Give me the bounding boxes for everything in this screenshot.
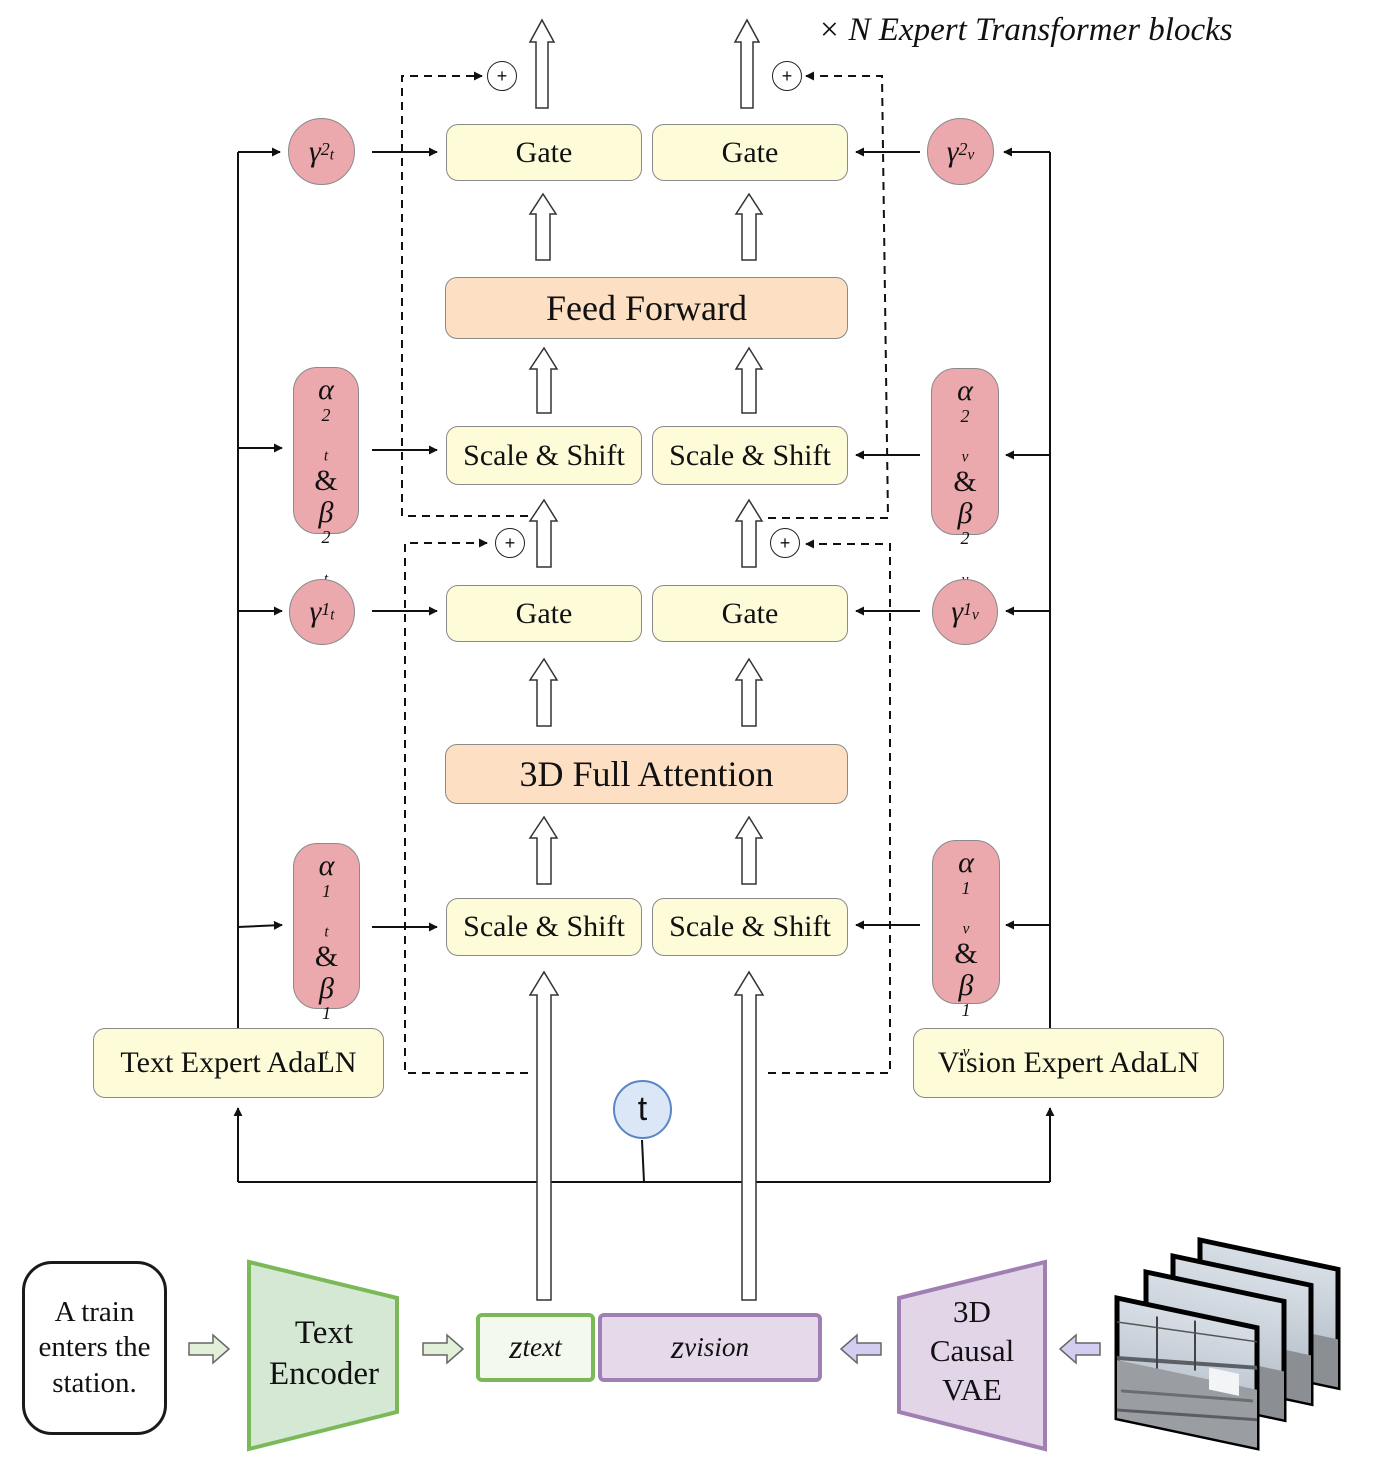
alpha-beta-2-text: α2t & β2t xyxy=(293,367,359,587)
vision-expert-adaln: Vision Expert AdaLN xyxy=(913,1028,1224,1098)
diagram-title: × N Expert Transformer blocks xyxy=(818,12,1233,48)
scale-shift-text-2: Scale & Shift xyxy=(446,426,642,485)
text-encoder-shape xyxy=(247,1259,399,1452)
scale-shift-vision-1: Scale & Shift xyxy=(652,898,848,956)
gate-text-2: Gate xyxy=(446,124,642,181)
dashed-residual-arrow-icon xyxy=(401,71,891,1074)
gate-text-1: Gate xyxy=(446,585,642,642)
timestep-connectors xyxy=(233,1107,1055,1183)
prompt-line-2: enters the xyxy=(38,1331,151,1364)
video-frames-icon xyxy=(1114,1236,1341,1451)
hollow-arrow-icon xyxy=(528,18,765,1301)
text-prompt: A train enters the station. xyxy=(22,1261,167,1435)
attention-block: 3D Full Attention xyxy=(445,744,848,804)
vae-label: 3D Causal VAE xyxy=(929,1294,1015,1407)
timestep-node: t xyxy=(613,1080,672,1139)
text-expert-adaln: Text Expert AdaLN xyxy=(93,1028,384,1098)
prompt-line-1: A train xyxy=(54,1295,135,1328)
residual-add-text-2: + xyxy=(487,61,517,91)
scale-shift-text-1: Scale & Shift xyxy=(446,898,642,956)
scale-shift-vision-2: Scale & Shift xyxy=(652,426,848,485)
residual-add-vision-1: + xyxy=(770,528,800,558)
vision-adaln-connectors xyxy=(855,147,1051,1030)
gate-vision-2: Gate xyxy=(652,124,848,181)
gate-vision-1: Gate xyxy=(652,585,848,642)
text-encoder-label: Text Encoder xyxy=(269,1315,379,1393)
feed-forward-block: Feed Forward xyxy=(445,277,848,339)
alpha-beta-2-vision: α2v & β2v xyxy=(931,368,999,588)
residual-add-text-1: + xyxy=(495,528,525,558)
residual-add-vision-2: + xyxy=(772,61,802,91)
prompt-line-3: station. xyxy=(52,1366,137,1399)
flow-arrow-icon xyxy=(188,1333,1101,1365)
vae-shape xyxy=(897,1259,1047,1452)
